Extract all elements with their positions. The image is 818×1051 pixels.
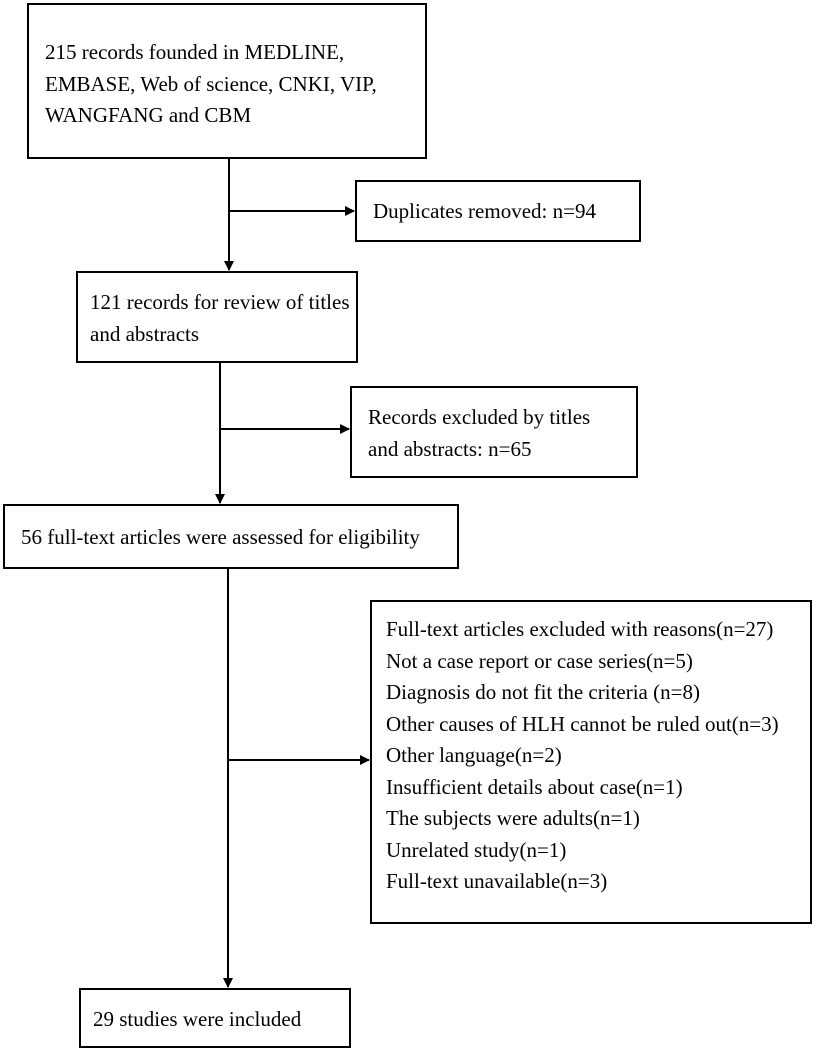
excluded-fulltext-line: Other language(n=2) — [386, 743, 562, 767]
identification-box: 215 records founded in MEDLINE, EMBASE, … — [27, 3, 427, 159]
duplicates-box: Duplicates removed: n=94 — [355, 180, 641, 242]
eligibility-line: 56 full-text articles were assessed for … — [21, 525, 420, 549]
excluded-titles-box: Records excluded by titles and abstracts… — [350, 386, 638, 478]
excluded-fulltext-line: Full-text unavailable(n=3) — [386, 869, 608, 893]
screening-line: and abstracts — [90, 321, 200, 346]
excluded-fulltext-line: Diagnosis do not fit the criteria (n=8) — [386, 680, 700, 704]
eligibility-box: 56 full-text articles were assessed for … — [3, 504, 459, 569]
identification-line: EMBASE, Web of science, CNKI, VIP, — [45, 71, 377, 96]
excluded-titles-line: and abstracts: n=65 — [368, 436, 532, 461]
screening-line: 121 records for review of titles — [90, 290, 350, 314]
included-line: 29 studies were included — [93, 1007, 302, 1031]
excluded-fulltext-line: Not a case report or case series(n=5) — [386, 648, 693, 673]
excluded-fulltext-line: The subjects were adults(n=1) — [386, 806, 640, 830]
screening-box: 121 records for review of titles and abs… — [76, 271, 358, 363]
excluded-fulltext-line: Insufficient details about case(n=1) — [386, 774, 683, 799]
excluded-fulltext-line: Unrelated study(n=1) — [386, 837, 567, 862]
duplicates-line: Duplicates removed: n=94 — [373, 199, 596, 223]
excluded-titles-line: Records excluded by titles — [368, 405, 591, 429]
identification-line: WANGFANG and CBM — [45, 103, 252, 127]
identification-line: 215 records founded in MEDLINE, — [45, 40, 345, 64]
excluded-fulltext-line: Other causes of HLH cannot be ruled out(… — [386, 711, 779, 736]
excluded-fulltext-box: Full-text articles excluded with reasons… — [370, 600, 812, 924]
included-box: 29 studies were included — [79, 988, 351, 1048]
excluded-fulltext-line: Full-text articles excluded with reasons… — [386, 617, 774, 641]
